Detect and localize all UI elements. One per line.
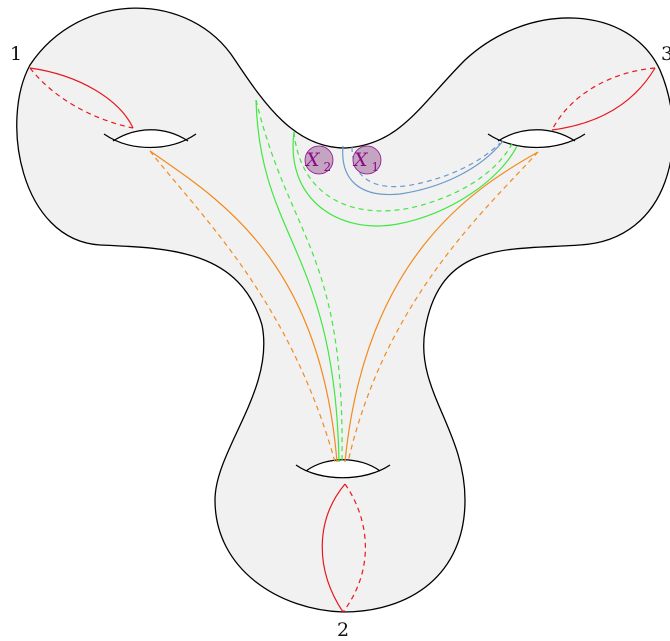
boundary-label-1: 1 xyxy=(10,43,22,65)
marked-point-x2-subscript: 2 xyxy=(324,160,332,174)
marked-point-x1-subscript: 1 xyxy=(372,160,380,174)
surface-outline xyxy=(17,8,670,612)
boundary-label-2: 2 xyxy=(337,619,349,641)
marked-point-x1-label: X xyxy=(352,149,369,171)
marked-point-x2-label: X xyxy=(304,149,321,171)
marked-point-x2: X 2 xyxy=(304,146,333,174)
boundary-label-3: 3 xyxy=(661,43,670,65)
marked-point-x1: X 1 xyxy=(352,146,381,174)
